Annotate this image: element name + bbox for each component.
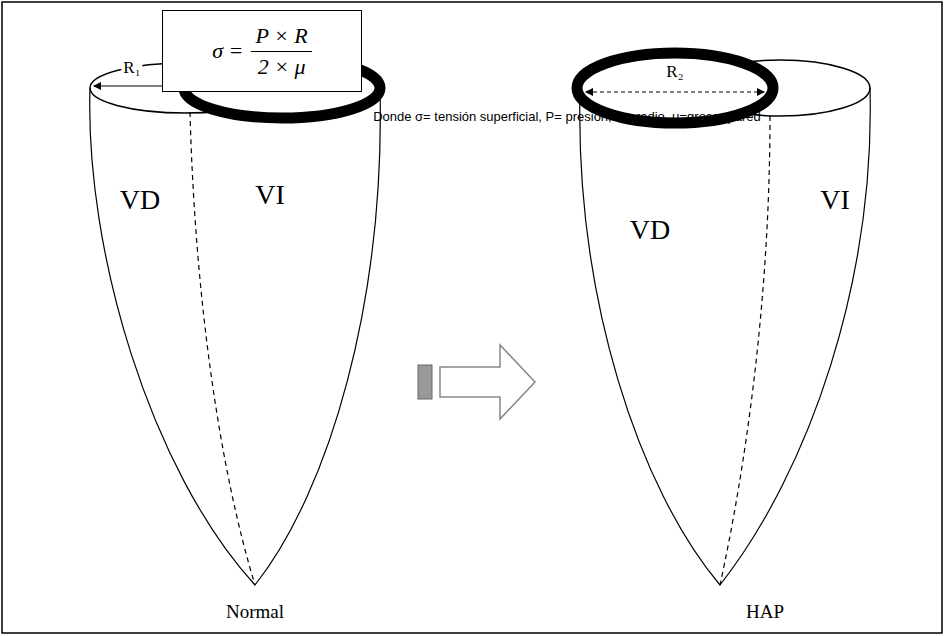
denominator: 2 × μ	[254, 52, 310, 80]
ventricle-label: VD	[630, 214, 670, 246]
numerator: P × R	[251, 23, 311, 52]
panel-label: Normal	[226, 601, 284, 623]
radius-label: R₁	[121, 58, 142, 78]
radius-label: R₂	[664, 62, 685, 82]
caption-note: Donde σ= tensión superficial, P= presión…	[373, 109, 761, 124]
ventricle-label: VI	[255, 179, 285, 211]
ventricle-label: VD	[120, 184, 160, 216]
formula-box: σ = P × R2 × μ	[162, 10, 362, 92]
panel-label: HAP	[746, 601, 784, 623]
ventricle-label: VI	[820, 184, 850, 216]
fraction: P × R2 × μ	[251, 23, 311, 80]
formula-left: σ =	[212, 38, 243, 64]
